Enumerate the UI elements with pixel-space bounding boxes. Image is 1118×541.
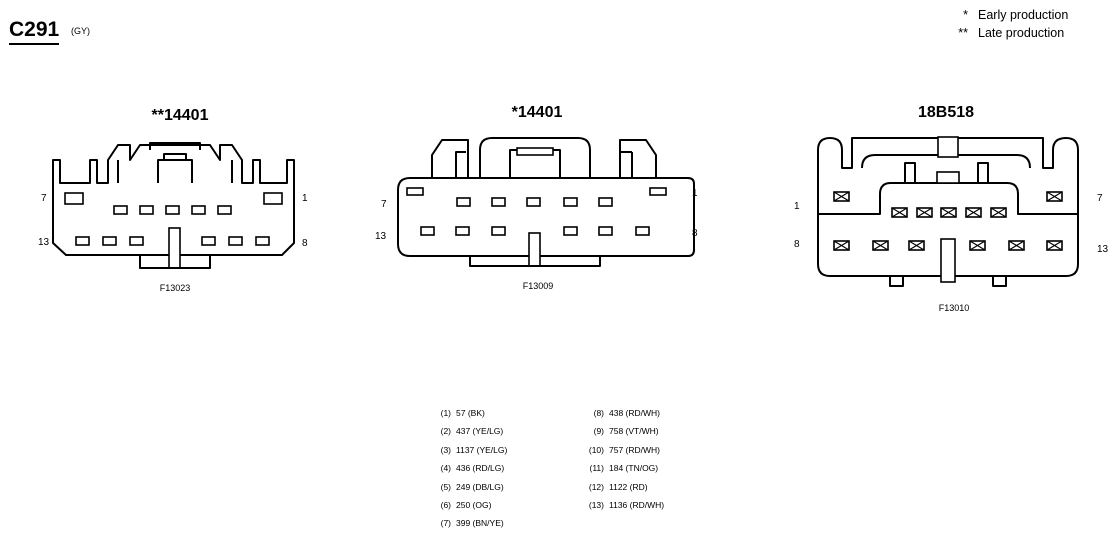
pin-number: (9) [593, 426, 604, 437]
pin-cavities-18b518 [833, 191, 1063, 251]
pin-label: 7 [41, 193, 47, 204]
pin-number: (10) [588, 444, 604, 455]
pin-number: (13) [588, 499, 604, 510]
pin-number: (6) [440, 499, 451, 510]
pinout-column-left: (1) 57 (BK) (2) 437 (YE/LG) (3) 1137 (YE/LG… [427, 408, 508, 537]
legend-text: Late production [978, 26, 1065, 40]
pin-label: 8 [692, 228, 698, 239]
connector-face-late-14401 [52, 142, 295, 269]
pinout-row: (4) 436 (RD/LG) [427, 463, 507, 481]
pin-number: (1) [440, 408, 451, 418]
connector-color-code: (GY) [71, 26, 90, 36]
pin-label: 13 [375, 231, 387, 242]
pin-number: (7) [440, 518, 451, 529]
legend-late: ** Late production [948, 26, 1064, 40]
pinout-row: (3) 1137 (YE/LG) [427, 444, 508, 463]
pin-circuit: 249 (DB/LG) [456, 481, 504, 492]
pin-number: (12) [588, 481, 604, 492]
pinout-row: (7) 399 (BN/YE) [427, 518, 507, 536]
legend-text: Early production [978, 8, 1069, 22]
pin-label: 1 [692, 188, 698, 199]
view-title-late: **14401 [151, 107, 209, 124]
pin-circuit: 399 (BN/YE) [456, 518, 504, 529]
figure-id: F13023 [159, 283, 191, 293]
figure-id: F13009 [522, 281, 554, 291]
connector-face-18b518 [817, 136, 1079, 287]
pinout-row: (10) 757 (RD/WH) [580, 445, 664, 463]
pin-circuit: 1137 (YE/LG) [456, 444, 508, 455]
pin-label: 8 [794, 239, 800, 250]
figure-id: F13010 [938, 303, 970, 313]
pinout-row: (2) 437 (YE/LG) [427, 426, 507, 444]
pin-number: (5) [440, 481, 451, 492]
pin-number: (3) [440, 444, 451, 455]
pin-label: 7 [1097, 193, 1103, 204]
pinout-row: (13) 1136 (RD/WH) [580, 500, 664, 518]
pinout-row: (9) 758 (VT/WH) [580, 426, 664, 444]
pin-circuit: 1136 (RD/WH) [609, 499, 665, 510]
pin-circuit: 758 (VT/WH) [609, 426, 659, 437]
pin-circuit: 436 (RD/LG) [456, 463, 505, 474]
pin-label: 1 [302, 193, 308, 204]
pinout-row: (6) 250 (OG) [427, 500, 507, 518]
pin-number: (11) [589, 463, 605, 474]
pin-circuit: 438 (RD/WH) [609, 408, 661, 418]
connector-face-early-14401 [397, 137, 695, 267]
view-title-18b518: 18B518 [917, 104, 975, 121]
pinout-row: (1) 57 (BK) [427, 408, 507, 426]
pinout-row: (11) 184 (TN/OG) [580, 463, 664, 481]
pin-label: 8 [302, 238, 308, 249]
pin-circuit: 250 (OG) [456, 499, 492, 510]
legend-mark: * [963, 8, 968, 22]
legend-mark: ** [958, 26, 968, 40]
pin-label: 13 [1097, 244, 1109, 255]
pin-circuit: 57 (BK) [456, 408, 485, 418]
pinout-row: (12) 1122 (RD) [580, 482, 664, 500]
pin-circuit: 1122 (RD) [609, 481, 648, 492]
pin-number: (8) [593, 408, 604, 418]
view-title-early: *14401 [511, 104, 563, 121]
pin-label: 13 [38, 237, 50, 248]
pin-number: (2) [440, 426, 451, 437]
pin-number: (4) [440, 463, 451, 474]
pinout-column-right: (8) 438 (RD/WH) (9) 758 (VT/WH) (10) 757 (R… [580, 408, 664, 518]
connector-id: C291 [9, 18, 60, 45]
legend-early: * Early production [948, 8, 1068, 22]
pin-label: 7 [381, 199, 387, 210]
pin-circuit: 184 (TN/OG) [609, 463, 659, 474]
pinout-row: (5) 249 (DB/LG) [427, 482, 507, 500]
pinout-row: (8) 438 (RD/WH) [580, 408, 664, 426]
pin-circuit: 757 (RD/WH) [609, 444, 661, 455]
pin-circuit: 437 (YE/LG) [456, 426, 504, 437]
pin-label: 1 [794, 201, 800, 212]
